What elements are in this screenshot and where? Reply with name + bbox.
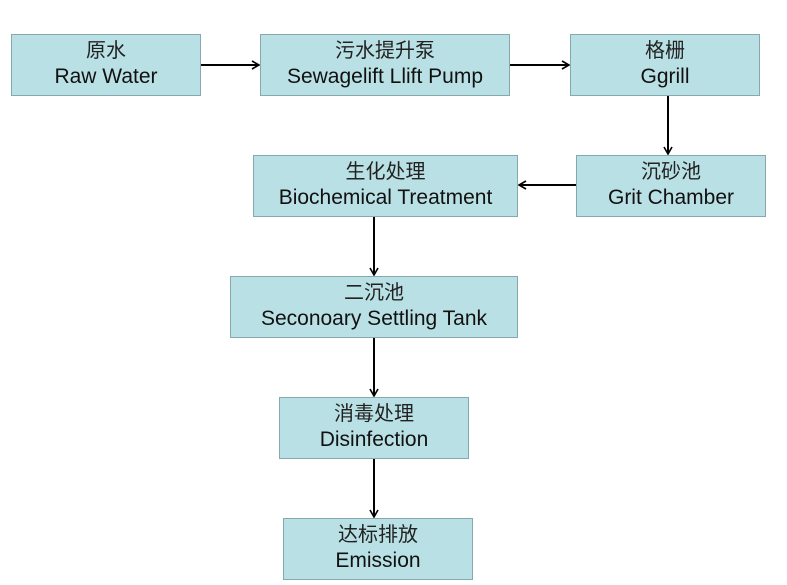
node-label-zh: 生化处理 (345, 159, 426, 183)
node-label-en: Disinfection (319, 428, 429, 451)
node-label-zh: 污水提升泵 (335, 38, 435, 62)
node-secondary-settling: 二沉池 Seconoary Settling Tank (230, 276, 518, 338)
node-label-en: Ggrill (640, 65, 690, 88)
node-raw-water: 原水 Raw Water (11, 34, 201, 96)
node-grit-chamber: 沉砂池 Grit Chamber (576, 155, 766, 217)
node-label-en: Sewagelift Llift Pump (286, 65, 484, 88)
node-label-en: Seconoary Settling Tank (260, 307, 488, 330)
node-label-zh: 达标排放 (338, 522, 418, 546)
node-label-zh: 沉砂池 (641, 159, 701, 183)
node-label-zh: 原水 (86, 38, 126, 62)
node-label-zh: 消毒处理 (334, 401, 414, 425)
node-label-zh: 二沉池 (344, 280, 404, 304)
node-emission: 达标排放 Emission (283, 518, 473, 580)
node-label-zh: 格栅 (645, 38, 685, 62)
node-disinfection: 消毒处理 Disinfection (279, 397, 469, 459)
node-label-en: Biochemical Treatment (278, 186, 493, 209)
node-biochemical: 生化处理 Biochemical Treatment (253, 155, 518, 217)
node-label-en: Grit Chamber (607, 186, 735, 209)
node-lift-pump: 污水提升泵 Sewagelift Llift Pump (260, 34, 510, 96)
node-label-en: Emission (335, 549, 421, 572)
node-label-en: Raw Water (54, 65, 158, 88)
node-grill: 格栅 Ggrill (570, 34, 760, 96)
